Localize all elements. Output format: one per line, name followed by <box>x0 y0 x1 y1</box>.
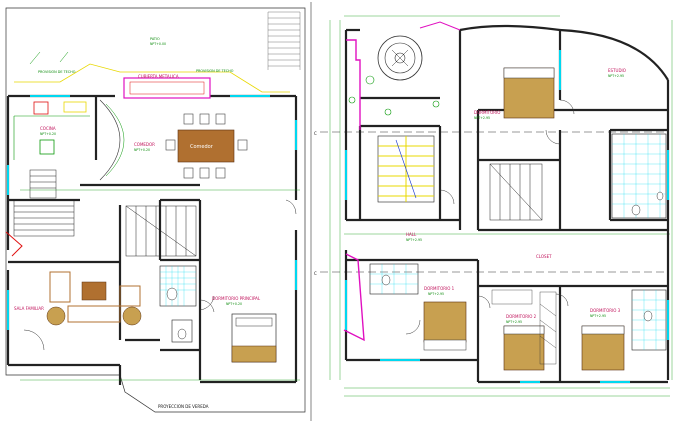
patio-level: NPT+0.00 <box>150 42 166 46</box>
armchair <box>119 285 141 307</box>
sink-icon <box>177 328 187 340</box>
closet-label: CLOSET <box>536 254 552 259</box>
right-floor-plan: C C <box>314 15 673 397</box>
center-stairs <box>125 205 197 257</box>
study-level: NPT+2.95 <box>608 74 624 78</box>
right-windows <box>345 50 669 383</box>
section-marker-top: C <box>314 131 317 136</box>
dining-arc-inner <box>105 103 125 177</box>
metal-roof-inner <box>129 81 205 95</box>
bed-1 <box>423 301 467 351</box>
family-room-label: SALA FAMILIAR <box>14 306 44 311</box>
dining-table-label: Comedor <box>190 144 214 150</box>
dining-chair <box>199 167 210 179</box>
hall-label: HALL <box>406 232 417 237</box>
dormitorio-2-label: DORMITORIO 2 <box>506 314 537 319</box>
right-bathroom-bottom <box>631 289 667 351</box>
armchair <box>49 271 71 303</box>
right-bathroom-mid <box>369 263 419 295</box>
left-windows <box>7 95 297 330</box>
dining-table-set <box>165 113 248 179</box>
dining-chair <box>183 113 194 125</box>
entry-arrow <box>5 231 23 257</box>
dining-chair <box>215 167 226 179</box>
toilet-icon <box>643 310 653 322</box>
study-label: ESTUDIO <box>608 68 626 73</box>
roof-projection-line <box>14 63 290 93</box>
section-marker-bottom: C <box>314 271 317 276</box>
facade-outline-bottom <box>343 253 365 342</box>
fridge-icon <box>39 139 55 155</box>
roof-provision-label-2: PROVISION DE TECHO <box>196 69 234 73</box>
side-table <box>46 306 66 326</box>
dormitorio-top-level: NPT+2.95 <box>474 116 490 120</box>
bed-2 <box>503 325 545 371</box>
dormitorio-3-level: NPT+2.95 <box>590 314 606 318</box>
patio-label: PATIO <box>150 37 160 41</box>
bed-top <box>503 67 555 119</box>
facade-outline-top <box>346 39 361 130</box>
right-bathroom-top <box>611 133 667 219</box>
metal-roof-outline <box>123 77 211 99</box>
dining-arc <box>99 99 121 181</box>
bed-3 <box>581 325 625 371</box>
section-lines <box>320 131 668 273</box>
hall-level: NPT+2.95 <box>406 238 422 242</box>
toilet-icon <box>166 287 178 301</box>
stove-icon <box>33 101 49 115</box>
closets <box>491 289 557 365</box>
toilet-icon <box>381 274 391 286</box>
dining-room-level: NPT+0.20 <box>134 148 150 152</box>
patio-stair-hatch <box>267 11 301 70</box>
right-dimension-lines <box>329 15 673 397</box>
dining-chair <box>183 167 194 179</box>
secondary-stair <box>489 163 543 221</box>
side-table <box>122 306 142 326</box>
master-bedroom-label: DORMITORIO PRINCIPAL <box>212 296 261 301</box>
master-bed <box>231 313 277 363</box>
living-room-furniture <box>46 271 142 326</box>
dining-chair <box>165 139 176 151</box>
sink-icon <box>656 191 664 201</box>
planters <box>348 75 440 116</box>
sidewalk-projection-label: PROYECCION DE VEREDA <box>158 404 209 409</box>
master-bedroom-level: NPT+0.20 <box>226 302 242 306</box>
patio-marks <box>29 51 69 65</box>
dining-table <box>177 129 235 163</box>
left-dimension-lines <box>20 189 300 381</box>
sink-icon <box>63 101 87 113</box>
dormitorio-3-label: DORMITORIO 3 <box>590 308 621 313</box>
coffee-table <box>81 281 107 301</box>
dining-chair <box>215 113 226 125</box>
right-doors <box>405 99 575 335</box>
terrace-round-table <box>377 35 423 81</box>
left-plan-boundary <box>5 7 306 413</box>
toilet-icon <box>631 204 641 216</box>
kitchen <box>13 101 90 160</box>
dining-chair <box>199 113 210 125</box>
left-floor-plan: PATIO NPT+0.00 PROVISION DE TECHO PROVIS… <box>5 7 306 413</box>
dormitorio-2-level: NPT+2.95 <box>506 320 522 324</box>
left-stairs <box>13 169 75 237</box>
dining-chair <box>237 139 248 151</box>
kitchen-counter <box>13 115 90 160</box>
dormitorio-top-label: DORMITORIO <box>474 110 500 115</box>
kitchen-label: COCINA <box>40 126 56 131</box>
dormitorio-1-level: NPT+2.95 <box>428 292 444 296</box>
dormitorio-1-label: DORMITORIO 1 <box>424 286 455 291</box>
roof-provision-label-1: PROVISION DE TECHO <box>38 70 76 74</box>
kitchen-level: NPT+0.20 <box>40 132 56 136</box>
facade-outline-roof <box>419 21 461 31</box>
left-doors <box>23 199 297 351</box>
dining-room-label: COMEDOR <box>134 142 155 147</box>
sofa <box>67 305 121 323</box>
metal-roof-label: CUBIERTA METALICA <box>138 74 179 79</box>
central-stair <box>377 135 435 203</box>
left-bathroom <box>159 265 197 343</box>
